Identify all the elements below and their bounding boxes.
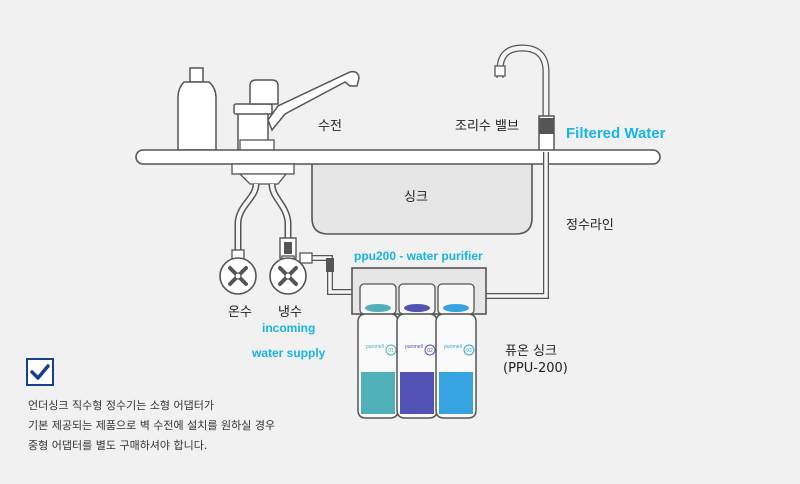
hot-water-label: 온수 — [228, 305, 252, 320]
filter-brand-label: puronell — [405, 344, 423, 350]
cold-water-label: 냉수 — [278, 305, 302, 320]
cold-water-valve — [269, 255, 307, 295]
sink-label: 싱크 — [404, 190, 428, 205]
filter-number-badge — [463, 344, 475, 356]
filtered-water-label: Filtered Water — [566, 125, 666, 142]
note-line: 언더싱크 직수형 정수기는 소형 어댑터가 — [28, 399, 215, 412]
filter-media — [439, 372, 473, 414]
soap-bottle — [177, 67, 217, 151]
filter-cartridge: puronell 02 — [396, 313, 438, 419]
kitchen-valve-label: 조리수 밸브 — [455, 119, 519, 134]
tee-fitting — [279, 237, 334, 272]
filter-brand-label: puronell — [366, 344, 384, 350]
filter-media — [400, 372, 434, 414]
purifier-unit — [351, 267, 487, 315]
purifier-name-label: ppu200 - water purifier — [354, 249, 483, 263]
water-supply-label: water supply — [252, 346, 326, 360]
checkbox-icon — [26, 358, 54, 386]
hot-water-valve — [219, 249, 257, 295]
product-name-label: 퓨온 싱크 — [505, 344, 557, 359]
sink-bowl — [311, 159, 533, 235]
filter-cartridge: puronell 01 — [357, 313, 399, 419]
countertop — [135, 149, 661, 165]
note-line: 기본 제공되는 제품으로 벽 수전에 설치를 원하실 경우 — [28, 419, 276, 432]
product-model-label: (PPU-200) — [503, 361, 568, 376]
supply-connector — [231, 163, 295, 185]
filter-number-label: 03 — [466, 348, 472, 354]
filter-number-label: 02 — [427, 348, 433, 354]
note-line: 중형 어댑터를 별도 구매하셔야 합니다. — [28, 439, 208, 452]
supply-hoses — [234, 152, 549, 299]
purified-line-label: 정수라인 — [566, 218, 614, 233]
incoming-label: incoming — [262, 321, 316, 335]
filter-media — [361, 372, 395, 414]
filtered-water-faucet — [494, 44, 555, 153]
filter-cartridge: puronell 03 — [435, 313, 477, 419]
filter-brand-label: puronell — [444, 344, 462, 350]
faucet — [233, 70, 360, 153]
faucet-label: 수전 — [318, 119, 342, 134]
filter-number-badge — [385, 344, 397, 356]
filter-number-badge — [424, 344, 436, 356]
filter-number-label: 01 — [388, 348, 394, 354]
filter-cartridges: puronell 01 puronell 02 puronell 03 — [357, 313, 477, 419]
